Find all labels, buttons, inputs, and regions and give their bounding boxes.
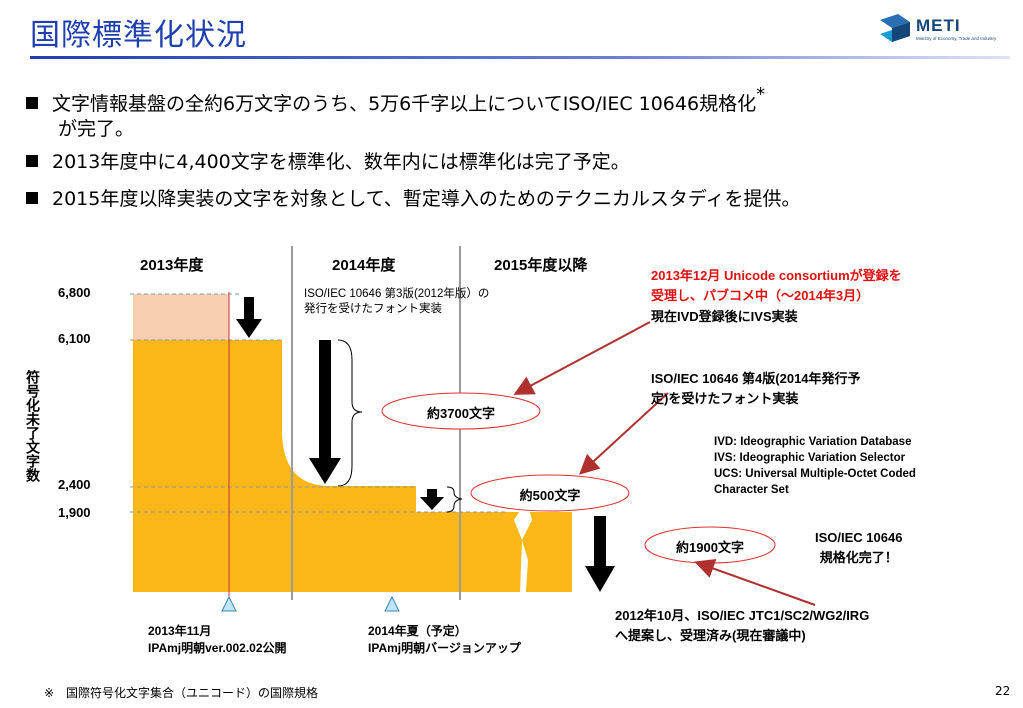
arrow-down-icon: [309, 340, 341, 484]
ellipse-label-1900: 約1900文字: [676, 540, 744, 555]
pointer-arrow: [579, 392, 669, 475]
arrow-down-icon: [420, 489, 444, 510]
ellipse-3700: [381, 392, 541, 430]
annotation-unicode: 2013年12月 Unicode consortiumが登録を 受理し、パブコメ…: [651, 268, 902, 303]
bullet-1-text: 文字情報基盤の全約6万文字のうち、5万6千字以上についてISO/IEC 1064…: [52, 93, 757, 115]
area-main: [133, 340, 522, 592]
area-pink-block: [133, 294, 229, 340]
y-tick: 6,800: [58, 285, 91, 300]
bullet-square-icon: [26, 192, 38, 204]
y-axis-label: 符号化未了文字数: [24, 370, 40, 482]
bullet-3-text: 2015年度以降実装の文字を対象として、暫定導入のためのテクニカルスタディを提供…: [52, 188, 801, 210]
arrow-down-icon: [585, 516, 615, 592]
bullet-1-mark: *: [756, 84, 766, 105]
period-2015: 2015年度以降: [494, 257, 588, 274]
page-title: 国際標準化状況: [30, 18, 247, 53]
arrow-down-icon: [236, 297, 262, 338]
annotation-jtc1: 2012年10月、ISO/IEC JTC1/SC2/WG2/IRG へ提案し、受…: [615, 608, 870, 643]
meti-logo-icon: [880, 14, 910, 42]
annotation-ipamj-2014: 2014年夏（予定） IPAmj明朝バージョンアップ: [368, 624, 521, 655]
ellipse-label-500: 約500文字: [519, 488, 581, 503]
pointer-arrow: [694, 558, 816, 606]
annotation-complete: ISO/IEC 10646 規格化完了！: [815, 530, 903, 565]
y-tick: 1,900: [58, 505, 91, 520]
logo-name: METI: [916, 16, 961, 35]
ellipse-label-3700: 約3700文字: [427, 406, 495, 421]
bullet-square-icon: [26, 97, 38, 109]
glossary: IVD: Ideographic Variation Database IVS:…: [714, 436, 916, 496]
title-underline: [30, 56, 1010, 59]
annotation-v3-font: ISO/IEC 10646 第3版(2012年版）の 発行を受けたフォント実装: [304, 288, 490, 315]
area-tail: [522, 512, 572, 592]
footnote: ※ 国際符号化文字集合（ユニコード）の国際規格: [44, 686, 319, 700]
bullet-1: 文字情報基盤の全約6万文字のうち、5万6千字以上についてISO/IEC 1064…: [26, 82, 765, 142]
logo-subtitle: Ministry of Economy, Trade and Industry: [916, 36, 997, 41]
annotation-ipamj-2013: 2013年11月 IPAmj明朝ver.002.02公開: [148, 624, 287, 655]
marker-2014-icon: [384, 595, 400, 612]
marker-2013-icon: [221, 595, 237, 612]
y-tick: 6,100: [58, 331, 91, 346]
brace-3700: [337, 339, 363, 487]
annotation-v4-font: ISO/IEC 10646 第4版(2014年発行予 定)を受けたフォント実装: [651, 371, 861, 406]
bullet-3: 2015年度以降実装の文字を対象として、暫定導入のためのテクニカルスタディを提供…: [26, 187, 801, 212]
bullet-2: 2013年度中に4,400文字を標準化、数年内には標準化は完了予定。: [26, 150, 630, 175]
meti-logo: METI Ministry of Economy, Trade and Indu…: [878, 12, 1013, 52]
pointer-arrow: [513, 321, 651, 395]
brace-500: [446, 486, 463, 513]
annotation-ivd: 現在IVD登録後にIVS実装: [651, 309, 798, 324]
ellipse-500: [470, 474, 630, 512]
bullet-square-icon: [26, 155, 38, 167]
y-tick: 2,400: [58, 477, 91, 492]
bullet-2-text: 2013年度中に4,400文字を標準化、数年内には標準化は完了予定。: [52, 151, 630, 173]
bullet-1-text-cont: が完了。: [58, 118, 135, 140]
period-2014: 2014年度: [332, 257, 396, 274]
page-number: 22: [995, 684, 1011, 698]
period-2013: 2013年度: [140, 257, 204, 274]
